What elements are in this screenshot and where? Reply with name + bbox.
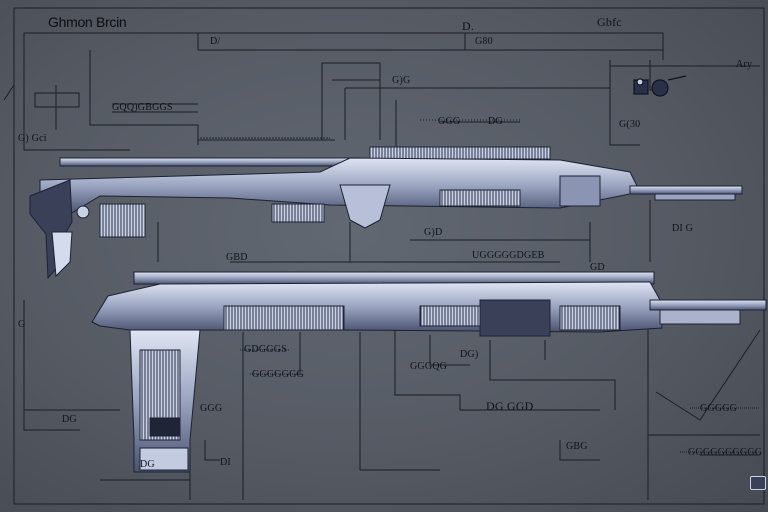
label-upper-small: G)G (392, 75, 411, 86)
label-mid-lower1: GDGGGS (244, 344, 287, 355)
corner-mark-icon (750, 476, 766, 490)
label-left-lower: DG) (460, 349, 479, 360)
label-left-edge: G (18, 319, 26, 330)
label-top-d: D. (462, 19, 475, 33)
label-mid-long: UGGGGGDGEB (472, 250, 545, 261)
label-right-mid: DI G (672, 223, 694, 234)
label-upper-mid: GGG (438, 116, 461, 127)
label-dim-top: D/ (210, 36, 221, 47)
label-top-right: Gbfc (597, 15, 622, 29)
label-stock: GGGQG (410, 361, 448, 372)
label-bottom-left2: DI (220, 457, 231, 468)
label-upper-mid3: G(30 (619, 119, 641, 130)
label-mid-top: GBD (226, 252, 248, 263)
label-upper-long: GQQ)GBGGS (112, 102, 173, 113)
label-mid-right: GD (590, 262, 605, 273)
label-bottom-mid: GBG (566, 441, 588, 452)
label-lower-right: GGGGG (700, 403, 738, 414)
label-mid-lower2: GGGGGGG (252, 369, 304, 380)
label-left-mid: G) Gci (18, 133, 47, 144)
label-lower-small: GGG (200, 403, 223, 414)
label-dim-top2: G80 (475, 36, 493, 47)
label-bottom-sm: DG (140, 459, 155, 470)
label-lower-mid: DG GGD (486, 399, 534, 413)
label-center-mid: G)D (424, 227, 443, 238)
label-bottom-left: DG (62, 414, 77, 425)
label-far-right: Ary (736, 59, 753, 70)
label-upper-mid2: DG (488, 116, 503, 127)
label-bottom-right: GGGGGGGGGG (688, 447, 763, 458)
sheet-title: Ghmon Brcin (48, 14, 127, 30)
